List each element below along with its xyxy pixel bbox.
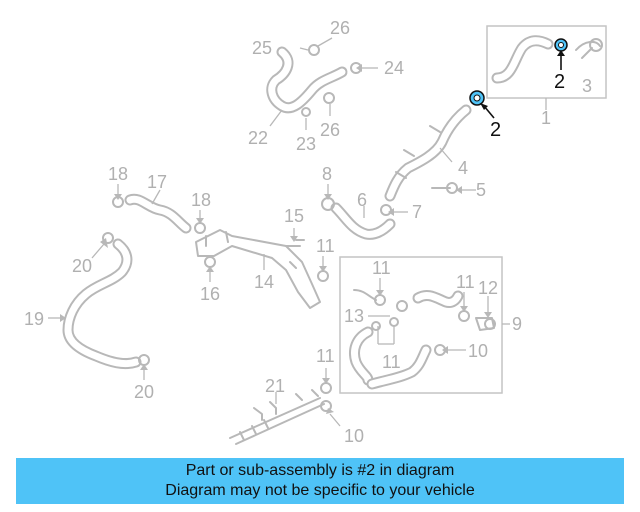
callout-22: 22: [248, 128, 268, 148]
clamp-11-left: [317, 256, 329, 282]
callout-11-box-bottom: 11: [382, 352, 401, 372]
callout-20-bottom: 20: [134, 382, 154, 402]
banner-line-1: Part or sub-assembly is #2 in diagram: [185, 462, 455, 479]
callout-12: 12: [478, 278, 498, 298]
callout-24: 24: [384, 58, 404, 78]
banner-line-2: Diagram may not be specific to your vehi…: [165, 482, 475, 499]
callout-11-bottom: 11: [316, 346, 335, 366]
callout-5: 5: [476, 180, 486, 200]
hose-17: [112, 184, 206, 234]
callout-9: 9: [512, 314, 522, 334]
callout-11-left: 11: [316, 236, 335, 256]
info-banner: Part or sub-assembly is #2 in diagram Di…: [16, 458, 624, 504]
hose-cluster-22-26: [266, 37, 378, 130]
callout-21: 21: [265, 376, 285, 396]
pipe-4: [384, 104, 472, 202]
inset-box-1: [486, 25, 607, 110]
callout-26-top: 26: [330, 18, 350, 38]
callout-3: 3: [582, 76, 592, 96]
callout-11-box-right: 11: [456, 272, 475, 292]
callout-6: 6: [357, 190, 367, 210]
bracket-14: [195, 228, 321, 309]
highlighted-clamp-upper[interactable]: [554, 38, 568, 70]
callout-16: 16: [200, 284, 220, 304]
callout-8: 8: [322, 164, 332, 184]
callout-10-bottom: 10: [344, 426, 364, 446]
callout-26-bottom: 26: [320, 120, 340, 140]
callout-labels: 1 2 2 3 4 5 6 7 8 9 10 10 11 11 11 11 11…: [24, 18, 592, 446]
callout-18-left: 18: [108, 164, 128, 184]
callout-18-right: 18: [191, 190, 211, 210]
highlighted-clamp-lower[interactable]: [469, 90, 495, 119]
hose-19: [48, 232, 150, 380]
callout-17: 17: [147, 172, 167, 192]
inset-box-9: [339, 256, 510, 394]
callout-13: 13: [344, 306, 364, 326]
callout-15: 15: [284, 206, 304, 226]
callout-14: 14: [254, 272, 274, 292]
callout-11-box-top: 11: [372, 258, 391, 278]
callout-23: 23: [296, 134, 316, 154]
callout-2-upper[interactable]: 2: [554, 71, 565, 93]
callout-1: 1: [541, 108, 551, 128]
callout-25: 25: [252, 38, 272, 58]
callout-20-top: 20: [72, 256, 92, 276]
callout-4: 4: [458, 158, 468, 178]
rail-21: [229, 368, 341, 445]
callout-10-box: 10: [468, 341, 488, 361]
callout-2-lower[interactable]: 2: [490, 119, 501, 141]
callout-19: 19: [24, 309, 44, 329]
hose-6: [321, 184, 408, 240]
bolt-5: [431, 182, 476, 194]
callout-7: 7: [412, 202, 422, 222]
